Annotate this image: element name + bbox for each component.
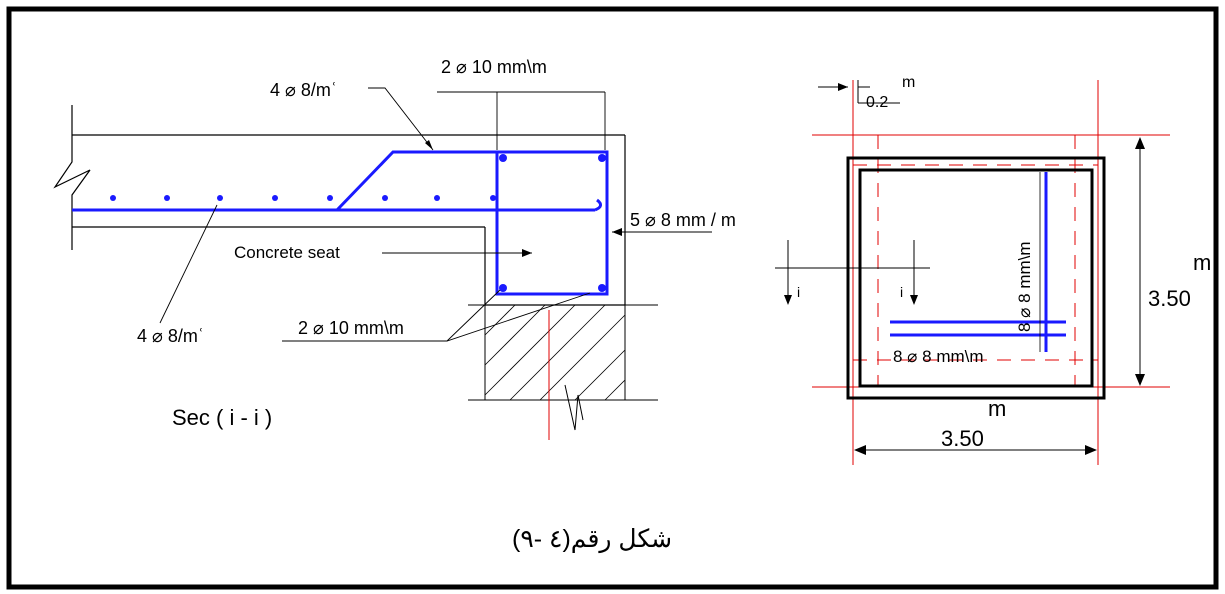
bent-bar [72, 150, 607, 212]
section-title: Sec ( i - i ) [172, 405, 272, 430]
bottom-bar-label: 4 ⌀ 8/mʿ [137, 326, 204, 346]
bottom-dim-label: 2 ⌀ 10 mm\m [298, 318, 404, 338]
plan-inner-wall [858, 168, 1094, 388]
section-view: 4 ⌀ 8/mʿ 2 ⌀ 10 mm\m 5 ⌀ 8 mm / m Concre… [53, 57, 736, 440]
rebar-dots [110, 154, 606, 292]
height-value: 3.50 [1148, 286, 1191, 311]
cut-label-right: i [900, 284, 903, 300]
side-bar-label: 5 ⌀ 8 mm / m [630, 210, 736, 230]
outer-frame [6, 6, 1219, 590]
plan-dashed [853, 135, 1098, 387]
cut-line [775, 240, 930, 302]
cover-unit: m [902, 74, 915, 91]
plan-outer-wall [846, 156, 1106, 400]
vertical-bar-label: 8 ⌀ 8 mm\m [1015, 241, 1034, 332]
top-dim-label: 2 ⌀ 10 mm\m [441, 57, 547, 77]
leaders [159, 87, 712, 342]
width-unit: m [988, 396, 1006, 421]
leader-arrows [425, 140, 622, 257]
stirrup [495, 150, 609, 296]
plan-view: 0.2 m i i 8 ⌀ 8 mm\m 8 ⌀ 8 mm\m 3.50 m 3… [775, 74, 1211, 465]
horizontal-bar-label: 8 ⌀ 8 mm\m [893, 347, 984, 366]
cut-label-left: i [797, 284, 800, 300]
width-value: 3.50 [941, 426, 984, 451]
figure-caption: شكل رقم(٤ -٩) [512, 525, 672, 554]
rebar-group [72, 150, 609, 296]
concrete-seat-label: Concrete seat [234, 243, 340, 262]
height-unit: m [1193, 250, 1211, 275]
bar-hook [594, 198, 602, 212]
wall-hatch [468, 304, 658, 431]
plan-rebars [890, 172, 1066, 352]
break-line [53, 105, 91, 250]
top-bar-label: 4 ⌀ 8/mʿ [270, 80, 337, 100]
cover-value: 0.2 [866, 94, 888, 111]
